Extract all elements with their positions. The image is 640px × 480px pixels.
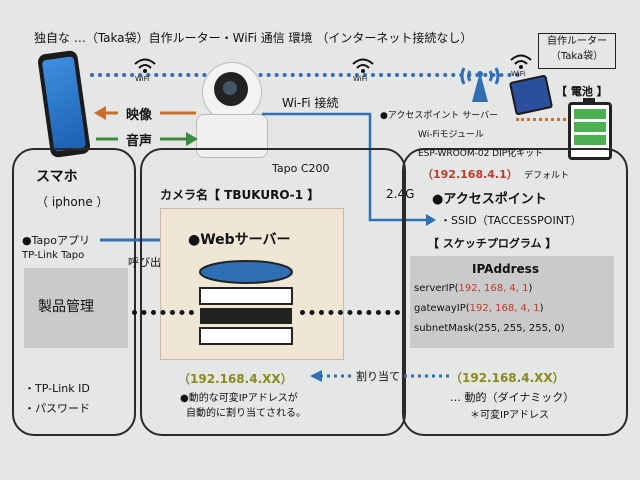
default-ip: （192.168.4.1）: [422, 168, 518, 181]
wifi-connect-label: Wi-Fi 接続: [282, 96, 339, 110]
dynamic-label: … 動的（ダイナミック）: [450, 391, 575, 404]
wifi-link-line: [90, 73, 520, 77]
default-label: デフォルト: [524, 171, 570, 181]
esp-line: ESP-WROOM-02 DIP化キット: [418, 149, 544, 159]
dynamic-ip: （192.168.4.XX）: [450, 371, 565, 385]
esp-module-image: [508, 74, 554, 116]
camera-image: [196, 62, 268, 158]
ssid-line: ・SSID（TACCESSPOINT）: [440, 214, 582, 227]
ipaddress-box: [410, 256, 614, 348]
antenna-icon: [460, 67, 500, 102]
audio-label: 音声: [118, 130, 161, 149]
router-label-box: 自作ルーター （Taka袋）: [538, 33, 616, 69]
wifi-icon: [352, 58, 374, 73]
smartphone-image: [36, 49, 92, 159]
ap-server-line: ●アクセスポイント サーバー: [380, 111, 499, 121]
router-panel: [402, 148, 628, 436]
page-title: 独自な …（Taka袋）自作ルーター・WiFi 通信 環境 （インターネット接続…: [34, 31, 473, 45]
server-link-line: [300, 310, 400, 315]
phone-title: スマホ: [36, 169, 78, 185]
product-management-label: 製品管理: [38, 299, 94, 315]
band-label: 2.4G: [386, 187, 415, 201]
app-line: ●Tapoアプリ: [22, 234, 90, 247]
ap-title: ●アクセスポイント: [432, 192, 547, 207]
wifi-icon: [134, 58, 156, 73]
battery-icon: [568, 98, 612, 160]
module-line: Wi-Fiモジュール: [418, 130, 484, 140]
camera-panel: [140, 148, 406, 436]
wifi-connect-arrow: [262, 112, 436, 226]
app-brand: TP-Link Tapo: [22, 250, 85, 261]
database-icon: [199, 260, 293, 345]
server-ip-row: serverIP(192, 168, 4, 1): [414, 283, 533, 294]
camera-model: Tapo C200: [272, 162, 330, 175]
password-line: ・パスワード: [24, 402, 90, 415]
ipaddress-title: IPAddress: [472, 262, 539, 276]
camera-ip: （192.168.4.XX）: [178, 372, 293, 386]
camera-name: カメラ名【 TBUKURO-1 】: [160, 188, 320, 202]
battery-label: 【 電池 】: [556, 85, 608, 98]
variable-ip-note: ＊可変IPアドレス: [470, 410, 549, 421]
web-server-label: ●Webサーバー: [188, 232, 291, 248]
phone-panel: [12, 148, 136, 436]
wifi-label: WiFi: [135, 75, 150, 83]
management-link-line: [132, 310, 194, 315]
subnet-row: subnetMask(255, 255, 255, 0): [414, 323, 565, 334]
phone-subtitle: （ iphone ）: [36, 195, 109, 209]
sketch-line: 【 スケッチプログラム 】: [428, 237, 557, 250]
router-label-line1: 自作ルーター: [547, 36, 607, 47]
tplink-id-line: ・TP-Link ID: [24, 382, 90, 395]
camera-note1: ●動的な可変IPアドレスが: [180, 393, 298, 404]
product-management-box: 製品管理: [24, 268, 128, 348]
wifi-icon: [510, 54, 532, 69]
wifi-label: WiFi: [511, 70, 526, 78]
gateway-ip-row: gatewayIP(192, 168, 4, 1): [414, 303, 544, 314]
wifi-label: WiFi: [353, 75, 368, 83]
router-label-line2: （Taka袋）: [550, 51, 604, 62]
video-label: 映像: [118, 104, 161, 123]
battery-link-line: [516, 118, 566, 121]
camera-note2: 自動的に割り当てされる。: [186, 408, 306, 419]
assign-label: 割り当て: [352, 368, 404, 384]
